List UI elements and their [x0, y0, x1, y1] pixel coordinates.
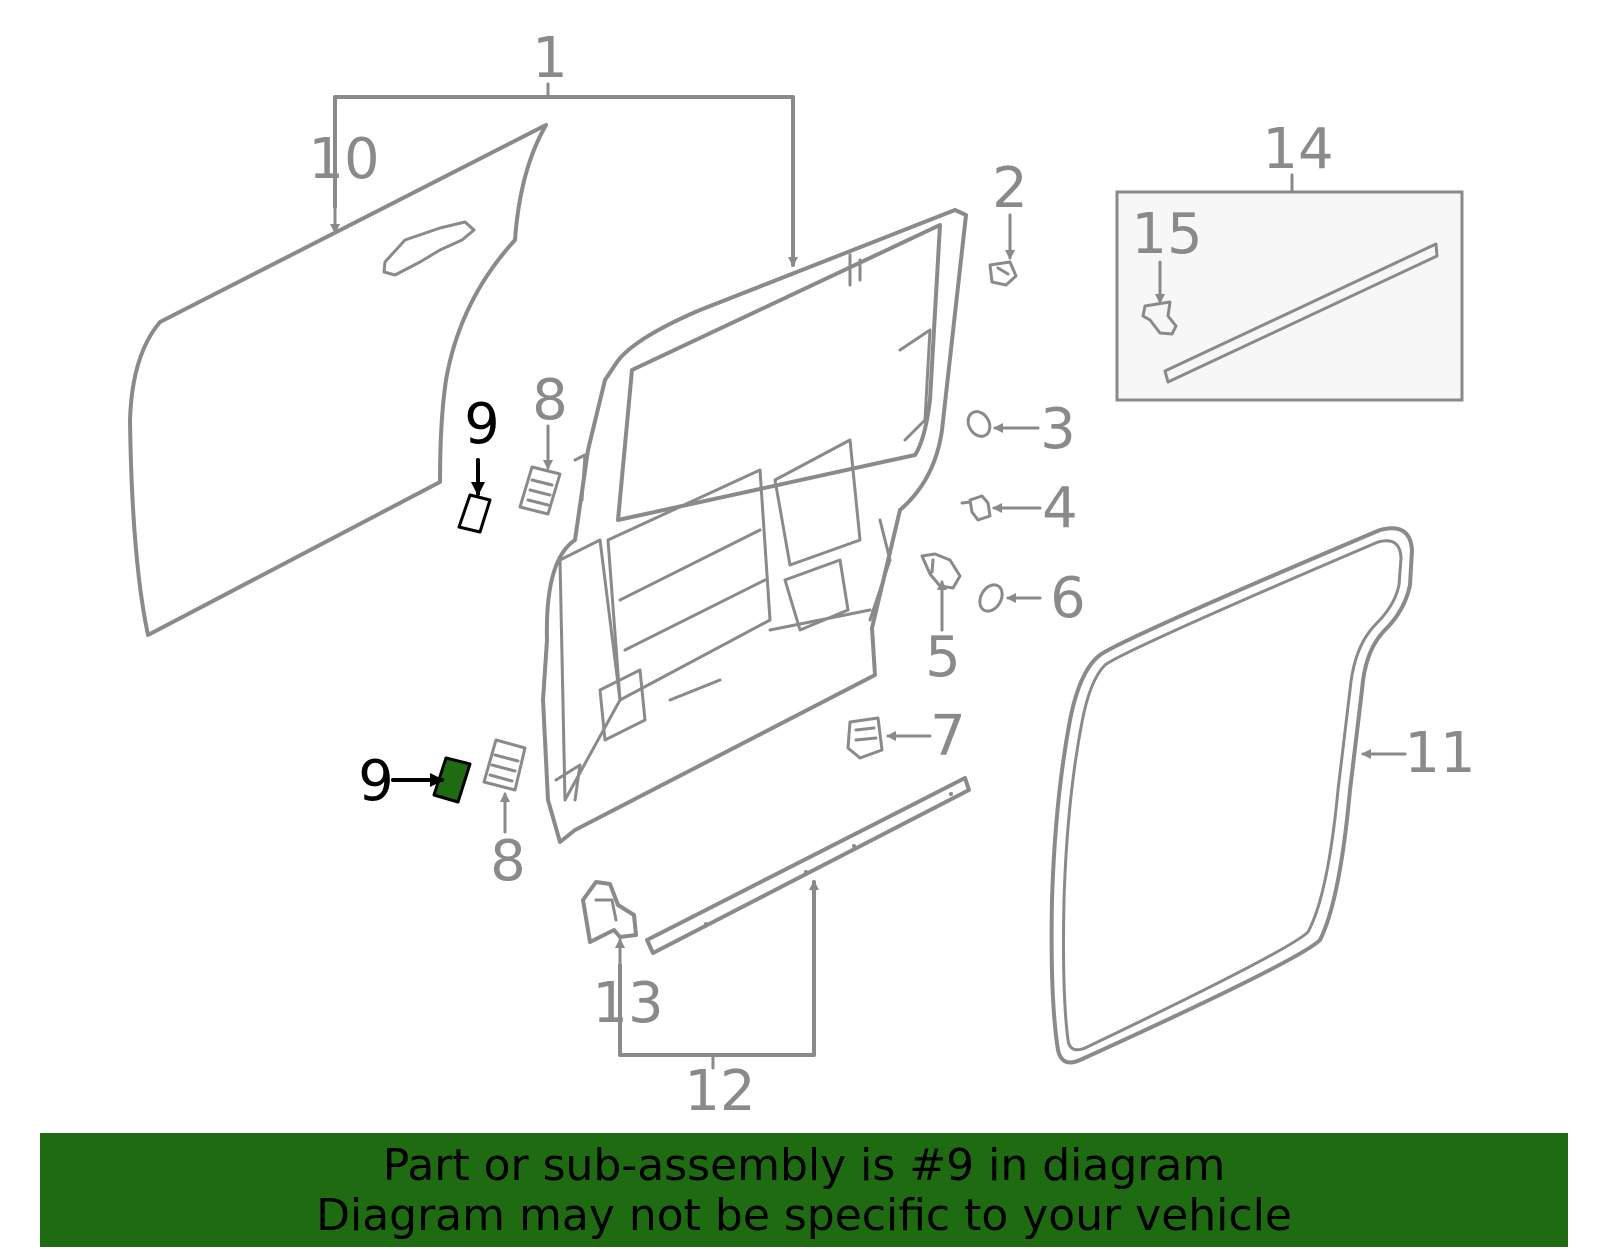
bracket-7 [846, 716, 884, 760]
door-weatherstrip [1049, 526, 1414, 1065]
callout-3: 3 [1040, 397, 1076, 462]
grommet-3 [966, 410, 992, 438]
callout-15: 15 [1131, 202, 1202, 267]
callout-8-upper: 8 [532, 368, 568, 433]
part-9-upper-outline [457, 493, 492, 534]
callout-1: 1 [532, 26, 568, 91]
callout-11: 11 [1404, 721, 1475, 786]
callout-13: 13 [592, 971, 663, 1036]
banner-line-disclaimer: Diagram may not be specific to your vehi… [316, 1190, 1292, 1241]
pad-8-upper [518, 465, 562, 516]
bumper-5 [920, 552, 962, 590]
clip-2 [988, 260, 1018, 287]
clip-4 [960, 494, 992, 522]
callout-9-lower: 9 [358, 749, 394, 814]
lower-molding [645, 776, 971, 955]
outer-door-panel [128, 123, 548, 637]
callout-2: 2 [992, 156, 1028, 221]
callout-7: 7 [930, 704, 966, 769]
callout-4: 4 [1042, 476, 1078, 541]
callout-box-14 [1115, 190, 1464, 402]
pad-8-lower [482, 738, 527, 792]
callout-14: 14 [1262, 117, 1333, 182]
info-banner: Part or sub-assembly is #9 in diagram Di… [40, 1133, 1568, 1247]
callout-9-upper: 9 [464, 392, 500, 457]
inner-door-frame [541, 208, 968, 844]
callout-10: 10 [308, 127, 379, 192]
leader-lines [330, 82, 1407, 1070]
callout-12: 12 [684, 1059, 755, 1124]
callout-6: 6 [1050, 566, 1086, 631]
plug-6 [978, 583, 1004, 613]
callout-8-lower: 8 [490, 829, 526, 894]
callout-5: 5 [925, 625, 961, 690]
hinge-bracket [581, 880, 638, 944]
banner-line-part: Part or sub-assembly is #9 in diagram [382, 1140, 1226, 1191]
